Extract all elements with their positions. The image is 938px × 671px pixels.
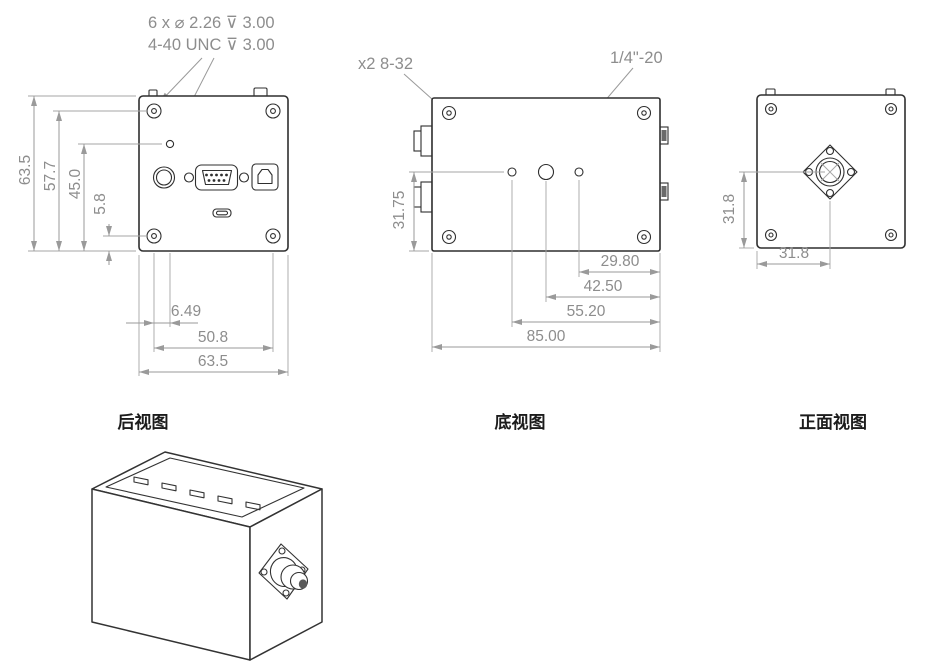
usb-b-port xyxy=(251,163,279,191)
front-view: 31.8 31.8 正面视图 xyxy=(721,88,906,432)
bottom-hole-8-32-left xyxy=(507,167,517,177)
bottom-dim-85-00: 85.00 xyxy=(527,328,566,345)
front-dim-31-8-v: 31.8 xyxy=(721,194,738,224)
rear-view: 6 x ⌀ 2.26 ⊽ 3.00 4-40 UNC ⊽ 3.00 xyxy=(17,14,289,432)
bottom-body xyxy=(413,97,669,252)
rear-dim-5-8: 5.8 xyxy=(92,193,109,215)
front-view-label: 正面视图 xyxy=(799,412,867,432)
rear-callout-line1: 6 x ⌀ 2.26 ⊽ 3.00 xyxy=(148,14,275,32)
front-dim-31-8-h: 31.8 xyxy=(779,245,809,262)
rear-dim-63-5-v: 63.5 xyxy=(17,155,34,185)
bottom-dim-31-75: 31.75 xyxy=(391,191,408,230)
bottom-right-tabs xyxy=(659,126,669,201)
bottom-callout-8-32: x2 8-32 xyxy=(358,55,413,73)
rear-dims-left: 63.5 57.7 45.0 5.8 xyxy=(17,95,162,265)
bottom-dim-42-50: 42.50 xyxy=(584,278,623,295)
power-connector xyxy=(152,166,176,189)
rear-body xyxy=(138,87,289,252)
front-dim-left: 31.8 xyxy=(721,171,825,249)
rear-dim-50-8: 50.8 xyxy=(198,329,228,346)
front-connector-flange xyxy=(802,144,858,200)
db9-pins xyxy=(205,173,228,182)
rear-dim-45-0: 45.0 xyxy=(67,169,84,200)
bottom-view-label: 底视图 xyxy=(495,412,546,432)
iso-front-connector xyxy=(258,543,309,600)
bottom-view: x2 8-32 1/4"-20 xyxy=(358,49,669,432)
bottom-dim-29-80: 29.80 xyxy=(601,253,640,270)
isometric-view xyxy=(91,451,323,661)
bottom-callout-quarter-20: 1/4"-20 xyxy=(610,49,663,67)
db9-dshell xyxy=(201,169,233,186)
bottom-hole-8-32-right xyxy=(574,167,584,177)
rear-tapped-hole xyxy=(165,139,175,149)
rear-panel xyxy=(138,95,289,252)
rear-leader-1 xyxy=(159,57,203,103)
rear-callout-line2: 4-40 UNC ⊽ 3.00 xyxy=(148,36,275,54)
bottom-dims-bottom: 29.80 42.50 55.20 85.00 xyxy=(431,180,661,352)
front-corner-screws xyxy=(764,102,898,242)
db9-flange xyxy=(194,164,239,191)
bottom-left-connector-profile xyxy=(413,125,433,213)
micro-usb-port xyxy=(212,208,232,218)
rear-dim-57-7: 57.7 xyxy=(42,161,59,191)
front-dim-bottom: 31.8 xyxy=(756,201,831,269)
rear-dim-6-49: 6.49 xyxy=(171,303,201,320)
front-body xyxy=(756,88,906,249)
rear-view-label: 后视图 xyxy=(118,412,169,432)
bottom-corner-screws xyxy=(441,105,652,245)
bottom-hole-quarter-20 xyxy=(537,163,555,181)
iso-top-connector-marks xyxy=(133,476,261,511)
iso-top-inset xyxy=(105,457,305,518)
bottom-dim-55-20: 55.20 xyxy=(567,303,606,320)
flange-diamond xyxy=(802,144,858,200)
iso-connector-tip xyxy=(298,579,308,589)
rear-dims-bottom: 6.49 50.8 63.5 xyxy=(126,253,289,376)
db9-jackscrew-left xyxy=(183,172,195,183)
bottom-dim-left: 31.75 xyxy=(391,171,504,252)
db9-connector xyxy=(183,164,250,191)
rear-corner-screws xyxy=(146,103,281,244)
rear-dim-63-5-h: 63.5 xyxy=(198,353,228,370)
db9-jackscrew-right xyxy=(238,172,250,183)
connector-hatch xyxy=(820,162,840,182)
